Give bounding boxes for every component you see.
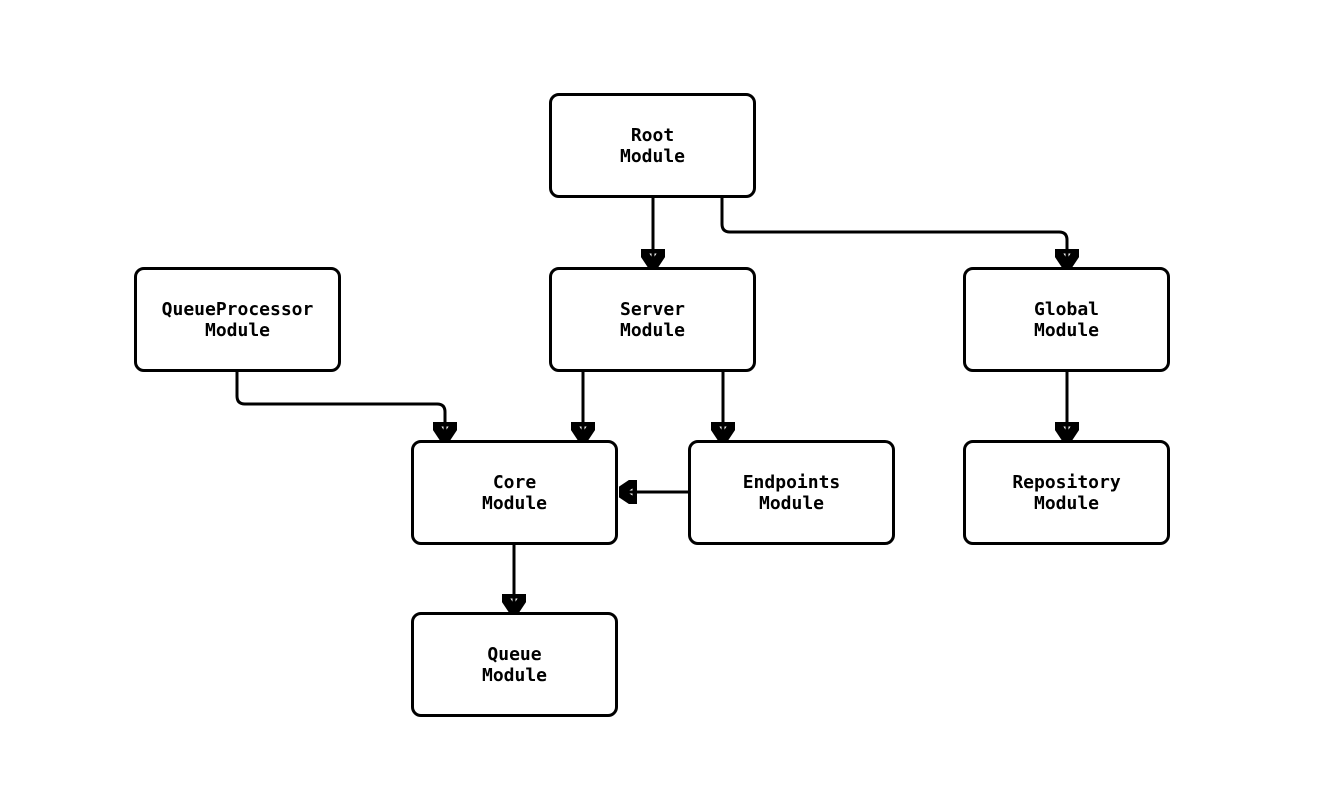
node-global-module: Global Module [963,267,1170,372]
node-endpoints-module-label-line2: Module [758,492,825,514]
node-queueprocessor-module-label-line2: Module [204,319,271,341]
node-core-module: Core Module [411,440,618,545]
node-server-module: Server Module [549,267,756,372]
node-endpoints-module: Endpoints Module [688,440,895,545]
node-queueprocessor-module: QueueProcessor Module [134,267,341,372]
node-root-module: Root Module [549,93,756,198]
node-core-module-label-line2: Module [481,492,548,514]
edge-queueprocessor-to-core [235,372,445,437]
node-global-module-label-line1: Global [1033,298,1100,320]
node-global-module-label-line2: Module [1033,319,1100,341]
node-repository-module: Repository Module [963,440,1170,545]
node-core-module-label-line1: Core [492,471,537,493]
node-queue-module-label-line1: Queue [487,643,542,665]
node-queueprocessor-module-label-line1: QueueProcessor [161,298,314,320]
node-root-module-label-line1: Root [630,124,675,146]
node-root-module-label-line2: Module [619,145,686,167]
node-repository-module-label-line2: Module [1033,492,1100,514]
node-repository-module-label-line1: Repository [1012,471,1121,493]
node-server-module-label-line2: Module [619,319,686,341]
node-queue-module: Queue Module [411,612,618,717]
node-endpoints-module-label-line1: Endpoints [742,471,841,493]
edge-root-to-global [720,198,1067,264]
node-server-module-label-line1: Server [619,298,686,320]
node-queue-module-label-line2: Module [481,664,548,686]
